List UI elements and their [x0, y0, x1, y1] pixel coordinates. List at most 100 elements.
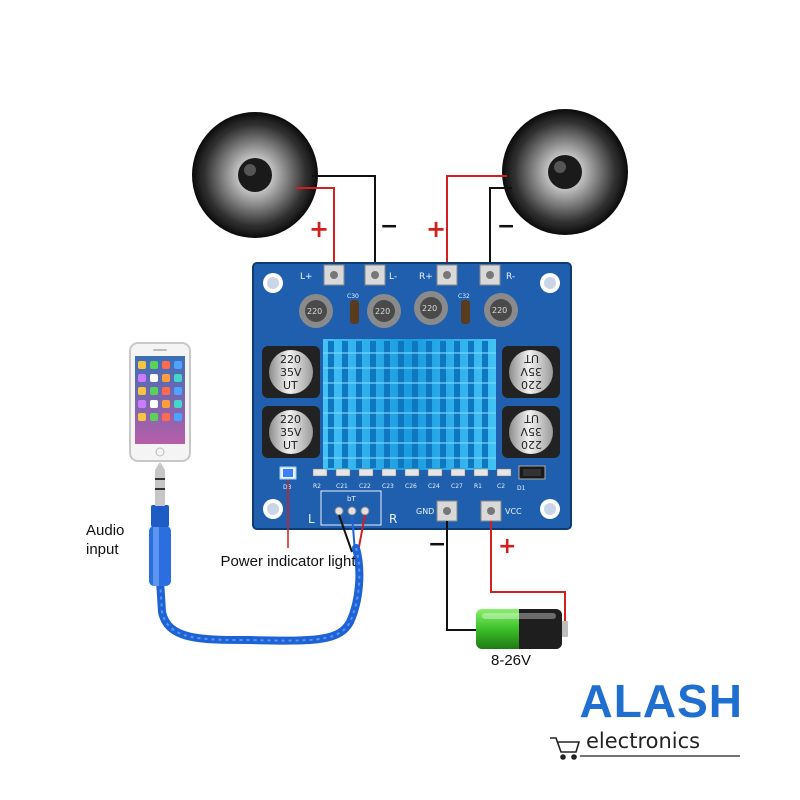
- right-speaker-wires: [446, 175, 512, 272]
- inductor-code-2: 220: [375, 307, 390, 316]
- pin-label-l-plus: L+: [300, 272, 313, 282]
- amplifier-board: L+ L- R+ R- 220 220 220 220 C30 C32 220: [252, 262, 572, 530]
- inductor-code-3: 220: [422, 304, 437, 313]
- heatsink-fins: [323, 341, 496, 468]
- gnd-minus-sign: −: [428, 532, 447, 557]
- heatsink-groove: [323, 382, 496, 384]
- app-icon: [150, 400, 158, 408]
- heatsink-fin: [440, 341, 446, 468]
- app-icon: [174, 361, 182, 369]
- power-led: [279, 466, 297, 480]
- smd-component-label: C26: [405, 483, 417, 490]
- smd-component-label: C21: [336, 483, 348, 490]
- inductor-code-4: 220: [492, 306, 507, 315]
- capacitor-left-bottom: [262, 406, 320, 458]
- heatsink-fin: [454, 341, 460, 468]
- heatsink-groove: [323, 427, 496, 429]
- cap-left-bottom-value: 220: [280, 413, 301, 426]
- diode-label: D1: [517, 485, 526, 492]
- heatsink-groove: [323, 412, 496, 414]
- heatsink-fin: [384, 341, 390, 468]
- pin-label-gnd: GND: [416, 507, 434, 516]
- heatsink-fin: [482, 341, 488, 468]
- cap-right-top-brand: UT: [524, 352, 539, 365]
- app-icon: [162, 413, 170, 421]
- cap-right-bottom-brand: UT: [524, 412, 539, 425]
- input-header-label: bT: [347, 495, 356, 503]
- left-speaker-wires: [296, 175, 376, 272]
- smd-component: [404, 468, 420, 477]
- smd-component-label: C24: [428, 483, 440, 490]
- smd-component: [450, 468, 466, 477]
- channel-label-r: R: [389, 512, 397, 526]
- smd-component: [335, 468, 351, 477]
- capacitor-right-top: 220 35V UT: [502, 346, 560, 398]
- cap-right-bottom-value: 220: [521, 438, 542, 451]
- heatsink-groove: [323, 442, 496, 444]
- heatsink-fin: [398, 341, 404, 468]
- capacitor-right-bottom: 220 35V UT: [502, 406, 560, 458]
- app-icon: [162, 400, 170, 408]
- cap-left-bottom-brand: UT: [283, 439, 298, 452]
- heatsink-fin: [370, 341, 376, 468]
- smd-component: [381, 468, 397, 477]
- channel-label-l: L: [308, 512, 315, 526]
- vcc-plus-sign: +: [498, 534, 517, 559]
- smd-component-label: R2: [313, 483, 321, 490]
- heatsink-groove: [323, 397, 496, 399]
- capacitor-left-top: [262, 346, 320, 398]
- right-minus-sign: −: [497, 214, 516, 239]
- heatsink-groove: [323, 352, 496, 354]
- pin-label-r-plus: R+: [419, 272, 433, 282]
- smd-component-label: C22: [359, 483, 371, 490]
- heatsink-fin: [356, 341, 362, 468]
- smd-component-label: C23: [382, 483, 394, 490]
- power-terminals: [436, 500, 502, 522]
- cap-left-top-brand: UT: [283, 379, 298, 392]
- heatsink-fin: [342, 341, 348, 468]
- cap-left-top-voltage: 35V: [280, 366, 302, 379]
- left-minus-sign: −: [380, 214, 399, 239]
- heatsink-fin: [328, 341, 334, 468]
- audio-jack-plug: [149, 462, 171, 586]
- app-icon: [138, 374, 146, 382]
- heatsink-groove: [323, 367, 496, 369]
- input-pins: [334, 506, 370, 516]
- left-plus-sign: +: [309, 215, 330, 243]
- cap-left-bottom-voltage: 35V: [280, 426, 302, 439]
- app-icon: [162, 361, 170, 369]
- app-icon: [138, 361, 146, 369]
- app-icon: [150, 387, 158, 395]
- app-icon: [150, 361, 158, 369]
- app-icon: [150, 413, 158, 421]
- app-icon: [174, 400, 182, 408]
- app-icon: [138, 413, 146, 421]
- app-icon: [174, 387, 182, 395]
- app-icon: [162, 374, 170, 382]
- left-speaker: [192, 112, 318, 238]
- smd-component-label: C27: [451, 483, 463, 490]
- cap-left-top-value: 220: [280, 353, 301, 366]
- brand-name: ALASH: [579, 675, 743, 727]
- cap-label-c30: C30: [347, 293, 359, 300]
- heatsink: [323, 339, 496, 470]
- brand-tagline: electronics: [586, 729, 701, 753]
- smd-component: [312, 468, 328, 477]
- heatsink-fin: [412, 341, 418, 468]
- inductors: [299, 291, 518, 328]
- heatsink-fin: [426, 341, 432, 468]
- smd-component-label: C2: [497, 483, 505, 490]
- speaker-terminals: [323, 264, 501, 286]
- audio-input-label: Audio input: [86, 522, 125, 558]
- power-indicator-label: Power indicator light: [220, 553, 356, 570]
- pin-label-r-minus: R-: [506, 272, 515, 282]
- inductor-code-1: 220: [307, 307, 322, 316]
- pin-label-vcc: VCC: [505, 507, 522, 516]
- app-icon: [138, 387, 146, 395]
- pin-label-l-minus: L-: [389, 272, 397, 282]
- battery: [476, 609, 568, 649]
- app-icon: [174, 374, 182, 382]
- battery-voltage-label: 8-26V: [491, 652, 532, 669]
